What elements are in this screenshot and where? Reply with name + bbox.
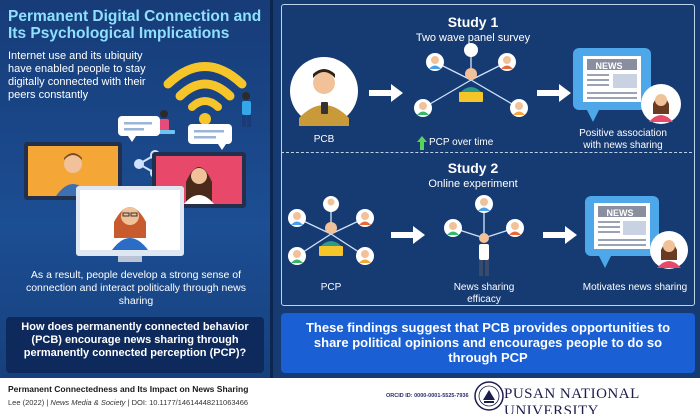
citation-doi: | DOI: 10.1177/14614448211063466 <box>127 398 249 407</box>
arrow-icon <box>369 84 403 102</box>
news-headline: NEWS <box>595 61 623 71</box>
left-intro-text: Internet use and its ubiquity have enabl… <box>8 50 146 101</box>
findings-box: These findings suggest that PCB provides… <box>281 313 695 373</box>
right-panel: Study 1 Two wave panel survey PCB PCP ov… <box>270 0 700 378</box>
left-result-text: As a result, people develop a strong sen… <box>25 269 247 307</box>
study-divider <box>281 152 692 153</box>
studies-frame <box>281 4 695 306</box>
citation: Lee (2022) | News Media & Society | DOI:… <box>8 398 248 407</box>
arrow-icon <box>391 226 425 244</box>
newspaper-person-icon <box>585 196 688 269</box>
newspaper-person-icon <box>573 48 681 124</box>
paper-title: Permanent Connectedness and Its Impact o… <box>8 384 249 394</box>
video-call-illustration <box>24 116 246 262</box>
left-title: Permanent Digital Connection and Its Psy… <box>8 8 262 42</box>
research-question: How does permanently connected behavior … <box>6 317 264 373</box>
person-phone-icon <box>242 92 251 127</box>
footer: Permanent Connectedness and Its Impact o… <box>0 378 700 414</box>
chat-bubble-icon <box>188 124 232 150</box>
orcid-id: ORCID ID: 0000-0001-5525-7936 <box>386 393 469 399</box>
left-panel: Permanent Digital Connection and Its Psy… <box>0 0 270 378</box>
study2-title: Study 2 <box>447 160 499 176</box>
monitor-woman-glasses-icon <box>76 186 184 262</box>
pcp-over-time-label: PCP over time <box>429 137 494 148</box>
news-sharing-efficacy-label: News sharing efficacy <box>453 282 515 305</box>
network-people-icon <box>414 43 528 117</box>
study1-title: Study 1 <box>447 14 499 30</box>
citation-journal: News Media & Society <box>50 398 126 407</box>
study2-subtitle: Online experiment <box>428 178 518 190</box>
news-headline: NEWS <box>606 208 634 218</box>
university-name: PUSAN NATIONAL UNIVERSITY <box>504 386 640 414</box>
arrow-icon <box>537 84 571 102</box>
citation-author: Lee (2022) | <box>8 398 49 407</box>
pcp-label: PCP <box>320 282 342 293</box>
arrow-icon <box>543 226 577 244</box>
chat-bubble-icon <box>118 116 160 142</box>
efficacy-person-icon <box>444 195 524 276</box>
network-people-icon <box>288 196 374 265</box>
pcb-person-icon <box>290 57 358 126</box>
study1-subtitle: Two wave panel survey <box>415 32 531 44</box>
up-arrow-icon <box>417 136 427 150</box>
wifi-icon <box>163 62 247 111</box>
positive-association-label: Positive association with news sharing <box>579 128 667 151</box>
university-seal-icon <box>474 381 504 411</box>
pcb-label: PCB <box>313 134 335 145</box>
motivates-news-sharing-label: Motivates news sharing <box>582 282 688 293</box>
